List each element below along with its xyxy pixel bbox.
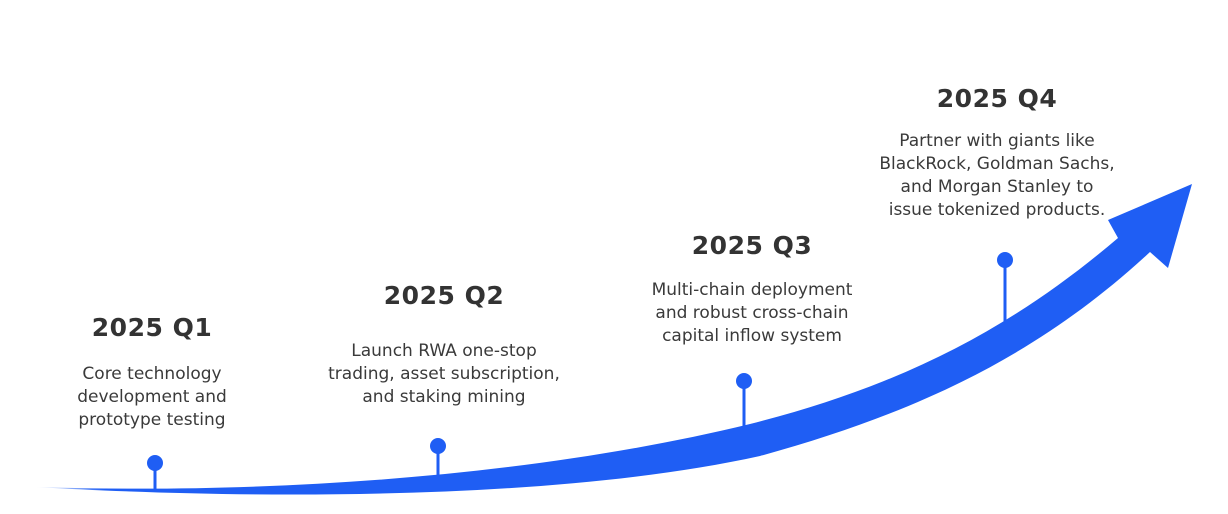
milestone-description: Multi-chain deployment and robust cross-… [651, 280, 853, 346]
milestone-description: Partner with giants like BlackRock, Gold… [879, 131, 1115, 220]
pin-q3 [736, 373, 752, 430]
milestone-q3: 2025 Q3 Multi-chain deployment and robus… [652, 231, 853, 348]
milestone-description: Core technology development and prototyp… [77, 364, 227, 430]
milestone-q1: 2025 Q1 Core technology development and … [77, 313, 227, 432]
milestone-description: Launch RWA one-stop trading, asset subsc… [328, 341, 560, 407]
milestone-q2: 2025 Q2 Launch RWA one-stop trading, ass… [328, 281, 560, 409]
pin-q4 [997, 252, 1013, 330]
pin-q2 [430, 438, 446, 480]
milestone-heading: 2025 Q4 [936, 84, 1058, 113]
milestone-heading: 2025 Q2 [383, 281, 505, 310]
pin-q1 [147, 455, 163, 491]
milestone-heading: 2025 Q1 [91, 313, 213, 342]
milestone-q4: 2025 Q4 Partner with giants like BlackRo… [879, 84, 1114, 222]
milestone-heading: 2025 Q3 [691, 231, 813, 260]
